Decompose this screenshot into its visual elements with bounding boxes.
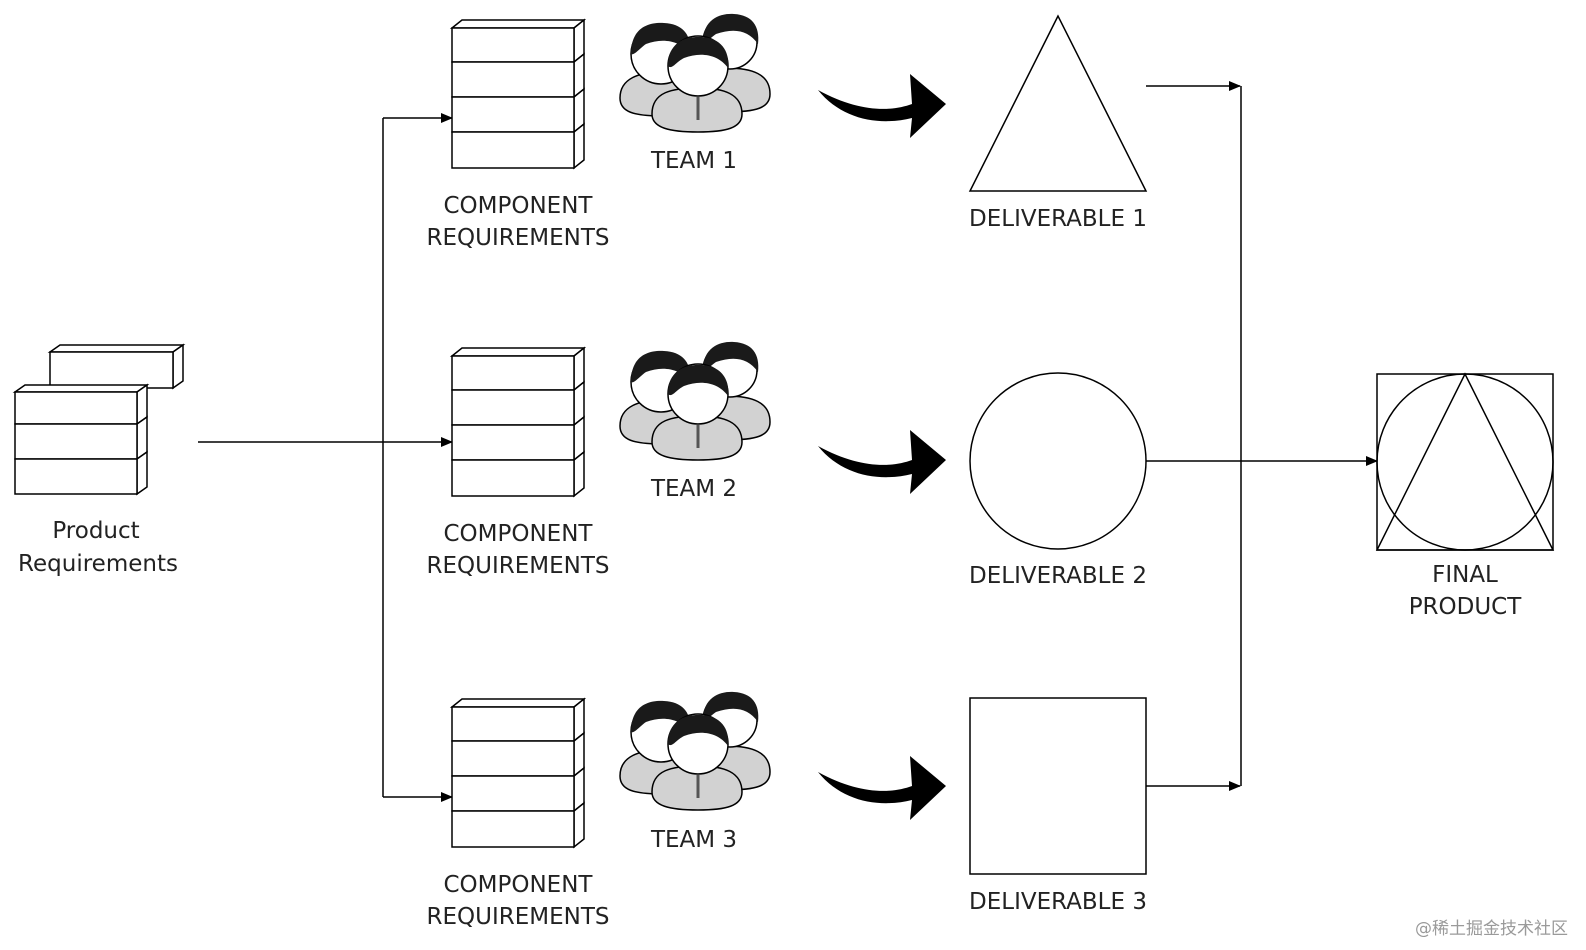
final-product-label-line1: FINAL [1432,562,1498,588]
team-people-icon [619,691,771,811]
team-label: TEAM 3 [650,827,737,853]
deliverable-label: DELIVERABLE 2 [969,563,1147,589]
component-stack-icon [449,18,587,170]
component-label-line1: COMPONENT [444,193,594,219]
deliverable-label: DELIVERABLE 3 [969,889,1147,915]
product-requirements-label-line1: Product [52,518,139,544]
component-label-line2: REQUIREMENTS [427,225,610,251]
deliverable-label: DELIVERABLE 1 [969,206,1147,232]
component-label-line2: REQUIREMENTS [427,904,610,930]
component-label-line1: COMPONENT [444,521,594,547]
deliverable-square-shape [969,697,1147,875]
component-label-line2: REQUIREMENTS [427,553,610,579]
watermark: @稀土掘金技术社区 [1415,919,1568,939]
team-label: TEAM 2 [650,476,737,502]
curved-arrow-icon [818,430,946,494]
product-requirements-label-line2: Requirements [18,551,178,577]
final-product-label-line2: PRODUCT [1409,594,1523,620]
team-people-icon [619,13,771,133]
final-product-shape [1375,372,1555,551]
team-people-icon [619,341,771,461]
merge-connectors [1146,81,1378,791]
product-requirements-stack-icon [12,343,186,496]
deliverable-circle-shape [969,372,1147,550]
curved-arrow-icon [818,74,946,138]
component-stack-icon [449,697,587,849]
component-stack-icon [449,346,587,498]
team-label: TEAM 1 [650,148,737,174]
component-label-line1: COMPONENT [444,872,594,898]
curved-arrow-icon [818,756,946,820]
deliverable-triangle-shape [968,14,1148,192]
split-connectors [198,113,453,802]
